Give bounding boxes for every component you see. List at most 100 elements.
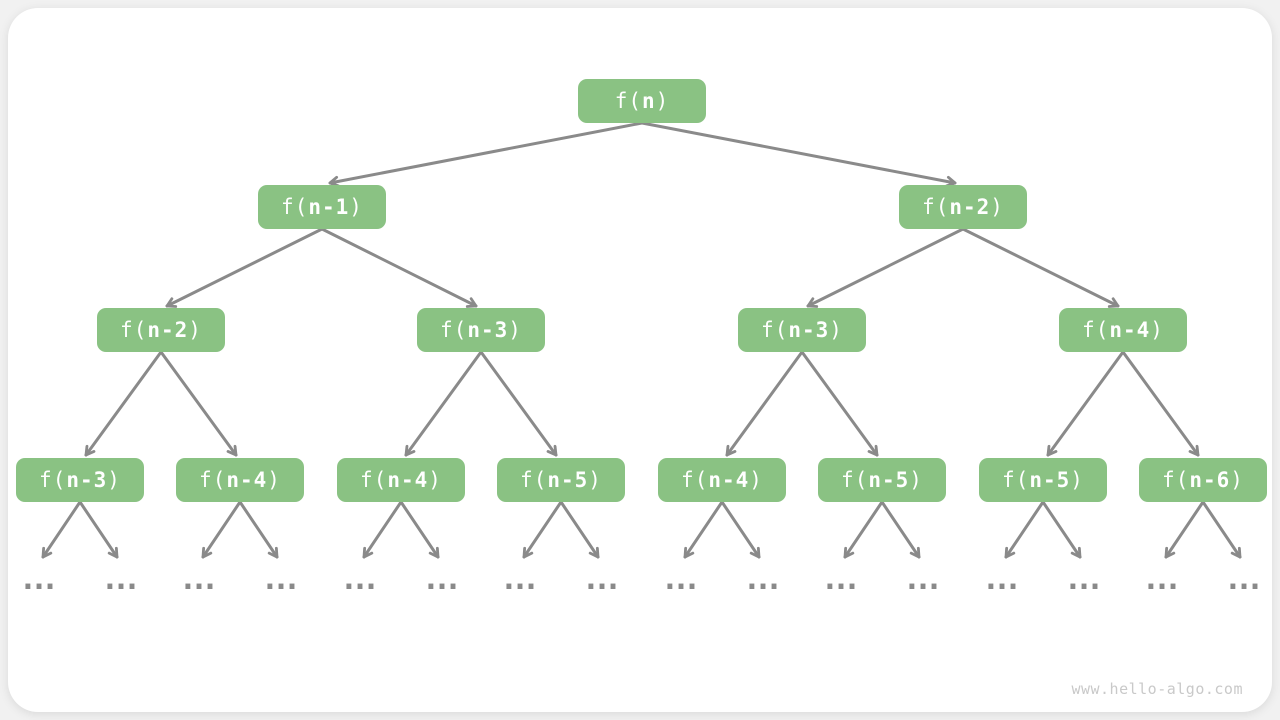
tree-node-l3-0: f(n-3) bbox=[16, 458, 144, 502]
tree-node-l3-4: f(n-4) bbox=[658, 458, 786, 502]
edge bbox=[320, 227, 478, 308]
ellipsis-leaf: ... bbox=[1141, 562, 1182, 597]
edge bbox=[165, 227, 324, 308]
node-label-arg: n-3 bbox=[66, 468, 108, 492]
edge bbox=[362, 500, 403, 559]
tree-node-l3-2: f(n-4) bbox=[337, 458, 465, 502]
ellipsis-leaf: ... bbox=[1063, 562, 1104, 597]
ellipsis-leaf: ... bbox=[178, 562, 219, 597]
tree-node-l3-7: f(n-6) bbox=[1139, 458, 1267, 502]
ellipsis-leaf: ... bbox=[499, 562, 540, 597]
edge bbox=[201, 500, 242, 559]
node-label-arg: n-3 bbox=[788, 318, 830, 342]
edge bbox=[559, 500, 600, 559]
node-label: f( bbox=[841, 468, 869, 492]
edge bbox=[404, 350, 483, 457]
edge bbox=[1201, 500, 1242, 559]
edge bbox=[41, 500, 82, 559]
node-label: ) bbox=[990, 195, 1004, 219]
tree-node-l2-0: f(n-2) bbox=[97, 308, 225, 352]
node-label-arg: n-5 bbox=[1029, 468, 1071, 492]
node-label-arg: n-4 bbox=[1109, 318, 1151, 342]
tree-node-l3-6: f(n-5) bbox=[979, 458, 1107, 502]
edge bbox=[399, 500, 440, 559]
node-label: f( bbox=[1082, 318, 1110, 342]
ellipsis-leaf: ... bbox=[742, 562, 783, 597]
ellipsis-leaf: ... bbox=[902, 562, 943, 597]
tree-node-l2-3: f(n-4) bbox=[1059, 308, 1187, 352]
tree-node-l3-1: f(n-4) bbox=[176, 458, 304, 502]
edge bbox=[238, 500, 279, 559]
ellipsis-leaf: ... bbox=[581, 562, 622, 597]
node-label: f( bbox=[614, 89, 642, 113]
edge bbox=[640, 121, 957, 188]
node-label-arg: n-4 bbox=[226, 468, 268, 492]
node-label: f( bbox=[1002, 468, 1030, 492]
ellipsis-leaf: ... bbox=[421, 562, 462, 597]
node-label: ) bbox=[749, 468, 763, 492]
edge bbox=[1004, 500, 1045, 559]
node-label: f( bbox=[199, 468, 227, 492]
node-label: ) bbox=[1230, 468, 1244, 492]
edge bbox=[84, 350, 163, 457]
node-label: f( bbox=[761, 318, 789, 342]
edge bbox=[800, 350, 879, 457]
node-label-arg: n-4 bbox=[387, 468, 429, 492]
tree-node-l3-5: f(n-5) bbox=[818, 458, 946, 502]
edge bbox=[522, 500, 563, 559]
edge bbox=[1046, 350, 1125, 457]
node-label: ) bbox=[508, 318, 522, 342]
ellipsis-leaf: ... bbox=[260, 562, 301, 597]
node-label-arg: n-5 bbox=[547, 468, 589, 492]
node-label: ) bbox=[349, 195, 363, 219]
edge bbox=[806, 227, 965, 308]
edge bbox=[1121, 350, 1200, 457]
node-label-arg: n-2 bbox=[949, 195, 991, 219]
node-label: ) bbox=[1150, 318, 1164, 342]
node-label: ) bbox=[909, 468, 923, 492]
edge bbox=[880, 500, 921, 559]
node-label-arg: n-4 bbox=[708, 468, 750, 492]
ellipsis-leaf: ... bbox=[18, 562, 59, 597]
edge bbox=[843, 500, 884, 559]
edge bbox=[479, 350, 558, 457]
node-label: ) bbox=[829, 318, 843, 342]
edge bbox=[159, 350, 238, 457]
node-label-arg: n-1 bbox=[308, 195, 350, 219]
node-label-arg: n-6 bbox=[1189, 468, 1231, 492]
diagram-card bbox=[8, 8, 1272, 712]
node-label: f( bbox=[360, 468, 388, 492]
node-label: f( bbox=[281, 195, 309, 219]
edge bbox=[1164, 500, 1205, 559]
node-label: ) bbox=[107, 468, 121, 492]
node-label: f( bbox=[440, 318, 468, 342]
ellipsis-leaf: ... bbox=[1223, 562, 1264, 597]
node-label: f( bbox=[922, 195, 950, 219]
node-label-arg: n bbox=[641, 89, 656, 113]
node-label: ) bbox=[588, 468, 602, 492]
edge bbox=[1041, 500, 1082, 559]
watermark: www.hello-algo.com bbox=[1071, 680, 1243, 698]
node-label: ) bbox=[188, 318, 202, 342]
edge bbox=[328, 121, 644, 188]
edge bbox=[961, 227, 1120, 308]
ellipsis-leaf: ... bbox=[339, 562, 380, 597]
node-label-arg: n-5 bbox=[868, 468, 910, 492]
node-label: ) bbox=[1070, 468, 1084, 492]
ellipsis-leaf: ... bbox=[100, 562, 141, 597]
edge bbox=[720, 500, 761, 559]
node-label-arg: n-3 bbox=[467, 318, 509, 342]
node-label: ) bbox=[655, 89, 670, 113]
node-label: ) bbox=[267, 468, 281, 492]
ellipsis-leaf: ... bbox=[981, 562, 1022, 597]
node-label-arg: n-2 bbox=[147, 318, 189, 342]
node-label: ) bbox=[428, 468, 442, 492]
tree-node-l3-3: f(n-5) bbox=[497, 458, 625, 502]
tree-node-l0-0: f(n) bbox=[578, 79, 706, 123]
edge bbox=[725, 350, 804, 457]
ellipsis-leaf: ... bbox=[820, 562, 861, 597]
node-label: f( bbox=[520, 468, 548, 492]
node-label: f( bbox=[681, 468, 709, 492]
